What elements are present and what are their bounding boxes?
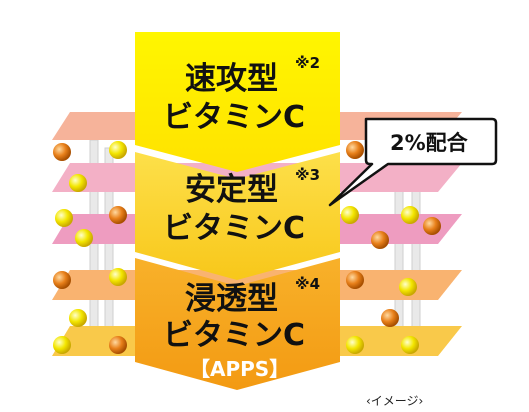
chevron-1-subtitle: ビタミンC bbox=[163, 100, 305, 135]
chevron-bottom bbox=[135, 258, 340, 390]
callout-bubble: 2%配合 bbox=[328, 117, 498, 207]
chevron-3-subtitle: ビタミンC bbox=[163, 318, 305, 353]
chevron-3-title: 浸透型 bbox=[185, 281, 278, 317]
chevron-1-note: ※2 bbox=[295, 54, 320, 72]
chevron-middle bbox=[135, 152, 340, 280]
image-caption: ‹イメージ› bbox=[366, 394, 423, 408]
spheres bbox=[53, 141, 441, 354]
chevron-3-note: ※4 bbox=[295, 275, 320, 293]
chevron-3-text: 浸透型 ※4 ビタミンC 【APPS】 bbox=[163, 275, 320, 381]
chevron-2-subtitle: ビタミンC bbox=[163, 211, 305, 246]
chevron-1-title: 速攻型 bbox=[185, 61, 278, 97]
apps-label: 【APPS】 bbox=[190, 357, 289, 381]
chevron-top bbox=[135, 32, 340, 172]
chevron-2-note: ※3 bbox=[295, 166, 320, 184]
callout-text: 2%配合 bbox=[390, 131, 469, 155]
chevron-2-title: 安定型 bbox=[185, 172, 278, 208]
chevron-stack bbox=[135, 32, 340, 390]
chevron-2-text: 安定型 ※3 ビタミンC bbox=[163, 166, 320, 246]
chevron-1-text: 速攻型 ※2 ビタミンC bbox=[163, 54, 320, 135]
